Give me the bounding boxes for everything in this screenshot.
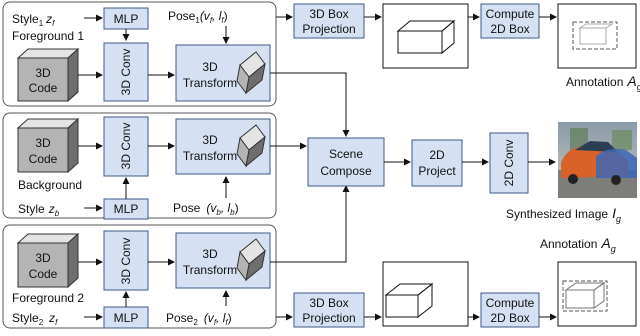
conv3d-label-2: 3D Conv	[119, 238, 133, 285]
wireframe-box-icon	[384, 282, 434, 319]
transform-label-ba: 3D	[202, 133, 218, 147]
conv3d-label-b: 3D Conv	[119, 123, 133, 170]
annotation-frame-2	[557, 261, 637, 327]
annotation-frame-1	[557, 3, 637, 69]
wireframe-box-icon	[396, 19, 456, 55]
scene-label-a: Scene	[329, 147, 363, 161]
foreground2-group: 3D Code Foreground 2 3D Conv 3D Transfor…	[2, 224, 277, 329]
annotation-bbox-2	[562, 280, 608, 312]
box-projection-block-2	[293, 292, 365, 328]
foreground1-frame	[2, 1, 277, 107]
code-3d-label-1: 3D	[35, 66, 51, 80]
mlp-label-b: MLP	[114, 202, 139, 216]
transform-label-bb: Transform	[183, 149, 237, 163]
2d-project-block	[411, 139, 463, 187]
transform-label-1a: 3D	[202, 60, 218, 74]
proj-label-2b: Projection	[302, 311, 355, 325]
box-projection-block-1	[293, 3, 365, 39]
project-label-a: 2D	[429, 148, 445, 162]
conv3d-block-b	[103, 116, 149, 177]
code-label-b: Code	[29, 152, 58, 166]
scene-label-b: Compose	[320, 164, 372, 178]
background-group: 3D Code Background 3D Conv 3D Transform …	[2, 112, 277, 220]
conv3d-block-2	[103, 230, 149, 291]
conv2d-label: 2D Conv	[502, 140, 516, 187]
compute-2d-box-block-2	[480, 292, 540, 328]
code-label-1: Code	[29, 81, 58, 95]
proj-label-1b: Projection	[302, 22, 355, 36]
3d-code-cube-icon	[16, 47, 80, 103]
compute-label-1b: 2D Box	[490, 22, 529, 36]
compute-2d-box-block-1	[480, 3, 540, 39]
3d-code-cube-icon	[16, 117, 80, 174]
scene-compose-block	[307, 137, 385, 187]
projected-box-frame-1	[382, 3, 469, 69]
pose-b-label: Pose(vb, lb)	[173, 201, 239, 217]
mlp-label-1: MLP	[114, 12, 139, 26]
transform-label-2b: Transform	[183, 263, 237, 277]
foreground2-label: Foreground 2	[12, 291, 84, 305]
transformed-cube-icon	[236, 51, 266, 95]
compute-label-1a: Compute	[486, 7, 535, 21]
pose1-label: Pose1(vf, lf)	[168, 9, 228, 25]
pose2-label: Pose2(vf, lf)	[166, 311, 232, 327]
annotation-bbox-1	[572, 21, 618, 50]
code-label-2: Code	[29, 267, 58, 281]
compute-label-2b: 2D Box	[490, 311, 529, 325]
transformed-cube-icon	[236, 238, 266, 282]
synthesized-car-image	[558, 122, 637, 198]
mlp-label-2: MLP	[114, 311, 139, 325]
transform-label-1b: Transform	[183, 76, 237, 90]
transformed-cube-icon	[236, 124, 266, 168]
code-3d-label-b: 3D	[35, 136, 51, 150]
proj-label-2a: 3D Box	[309, 296, 348, 310]
3d-code-cube-icon	[16, 232, 80, 289]
2d-conv-block	[489, 132, 529, 194]
foreground1-label: Foreground 1	[12, 29, 84, 43]
project-label-b: Project	[418, 164, 456, 178]
background-label: Background	[18, 178, 82, 192]
conv3d-block-1	[103, 42, 149, 102]
transform-label-2a: 3D	[202, 247, 218, 261]
projected-box-frame-2	[382, 261, 469, 327]
compute-label-2a: Compute	[486, 296, 535, 310]
code-3d-label-2: 3D	[35, 251, 51, 265]
proj-label-1a: 3D Box	[309, 7, 348, 21]
conv3d-label-1: 3D Conv	[119, 49, 133, 96]
